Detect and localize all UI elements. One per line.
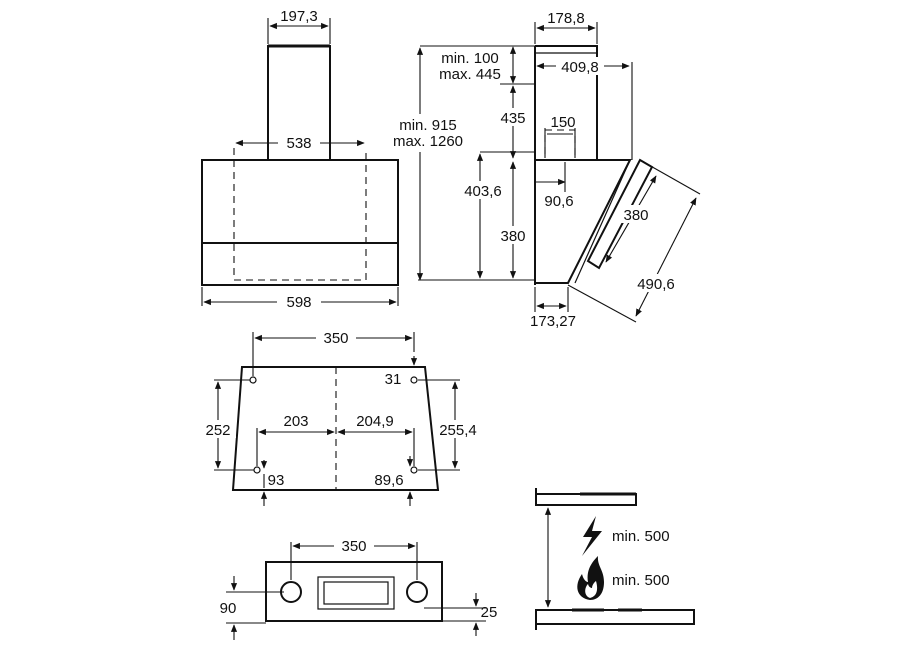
- side-projection-label: 409,8: [561, 59, 599, 76]
- clearance-gas-label: min. 500: [612, 572, 670, 589]
- front-chimney-width-label: 197,3: [280, 8, 318, 25]
- top-view-left-depth-label: 90: [220, 600, 237, 617]
- plate-hole-top-right: [410, 376, 418, 384]
- plate-right-height-label: 255,4: [439, 422, 477, 439]
- mounting-plate-view: 350 31 252 255,4 203 204,9 93 89,6: [200, 328, 482, 506]
- side-total-max-label: max. 1260: [393, 133, 463, 150]
- mounting-plate-outline: [231, 366, 440, 491]
- flame-icon: [577, 556, 604, 600]
- side-outlet-90-label: 90,6: [544, 193, 573, 210]
- clearance-view: min. 500 min. 500: [535, 488, 695, 630]
- side-panel-380-label: 380: [623, 207, 648, 224]
- plate-right-half-label: 204,9: [356, 413, 394, 430]
- front-view: 197,3 538 598: [201, 8, 399, 311]
- side-base-label: 173,27: [530, 313, 576, 330]
- front-hood-body: [201, 159, 399, 286]
- front-inner-width-label: 538: [286, 135, 311, 152]
- plate-left-half-label: 203: [283, 413, 308, 430]
- side-height-max-label: max. 445: [439, 66, 501, 83]
- front-inner-outline: [233, 148, 367, 281]
- top-view-hole-right: [406, 581, 428, 603]
- plate-bottom-right-label: 89,6: [374, 472, 403, 489]
- top-view: 350 90 25: [220, 536, 498, 640]
- side-height-380-label: 380: [500, 228, 525, 245]
- plate-top-offset-label: 31: [385, 371, 402, 388]
- plate-top-width-label: 350: [323, 330, 348, 347]
- top-view-control-panel: [317, 576, 395, 610]
- front-overall-width-label: 598: [286, 294, 311, 311]
- plate-bottom-left-label: 93: [268, 472, 285, 489]
- side-depth-top-label: 178,8: [547, 10, 585, 27]
- top-view-outline: [265, 561, 443, 622]
- lightning-icon: [582, 516, 602, 556]
- side-total-min-label: min. 915: [399, 117, 457, 134]
- clearance-hood: [536, 493, 637, 506]
- side-outlet-150-label: 150: [550, 114, 575, 131]
- side-height-403-label: 403,6: [464, 183, 502, 200]
- plate-hole-top-left: [249, 376, 257, 384]
- clearance-hob: [535, 609, 695, 630]
- side-height-min-label: min. 100: [441, 50, 499, 67]
- plate-hole-bottom-right: [410, 466, 418, 474]
- plate-hole-bottom-left: [253, 466, 261, 474]
- side-panel-490-label: 490,6: [637, 276, 675, 293]
- side-outlet-outline: [544, 129, 576, 161]
- side-hood-body: [535, 159, 632, 284]
- side-view: 178,8 min. 100 max. 445 409,8 min. 915 m…: [393, 10, 701, 330]
- side-height-435-label: 435: [500, 110, 525, 127]
- clearance-electric-label: min. 500: [612, 528, 670, 545]
- side-chimney: [535, 45, 598, 160]
- plate-left-height-label: 252: [205, 422, 230, 439]
- top-view-spacing-label: 350: [341, 538, 366, 555]
- top-view-right-depth-label: 25: [481, 604, 498, 621]
